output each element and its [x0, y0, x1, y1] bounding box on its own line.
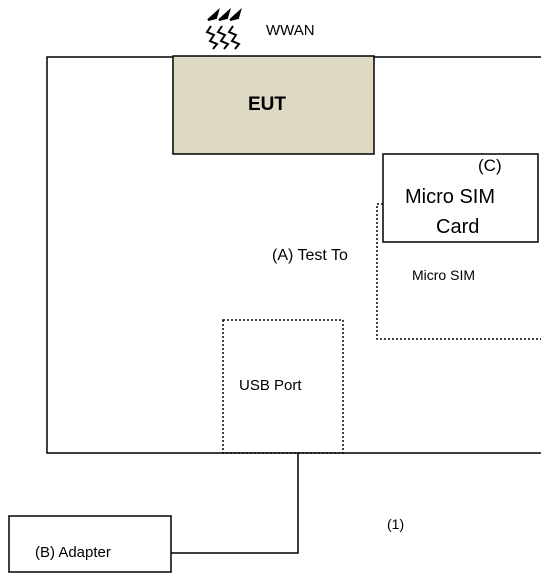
sim-card-label-line2: Card [436, 216, 480, 238]
sim-card-label-line1: Micro SIM [405, 186, 495, 208]
micro-sim-card-box [382, 153, 539, 243]
eut-box [172, 55, 375, 155]
usb-port-box [222, 319, 344, 454]
micro-sim-slot-label: Micro SIM [412, 267, 475, 283]
cable-label: (1) [387, 516, 405, 532]
eut-label: EUT [248, 94, 286, 115]
usb-cable-line [171, 453, 299, 554]
test-tool-label: (A) Test To [272, 247, 348, 264]
sim-card-id-label: (C) [478, 156, 502, 175]
adapter-label: (B) Adapter [35, 544, 111, 561]
adapter-box [8, 515, 172, 573]
micro-sim-slot-outline [376, 203, 541, 340]
wwan-label: WWAN [266, 22, 315, 39]
wwan-antenna-icon [205, 7, 242, 50]
usb-port-label: USB Port [239, 377, 302, 394]
